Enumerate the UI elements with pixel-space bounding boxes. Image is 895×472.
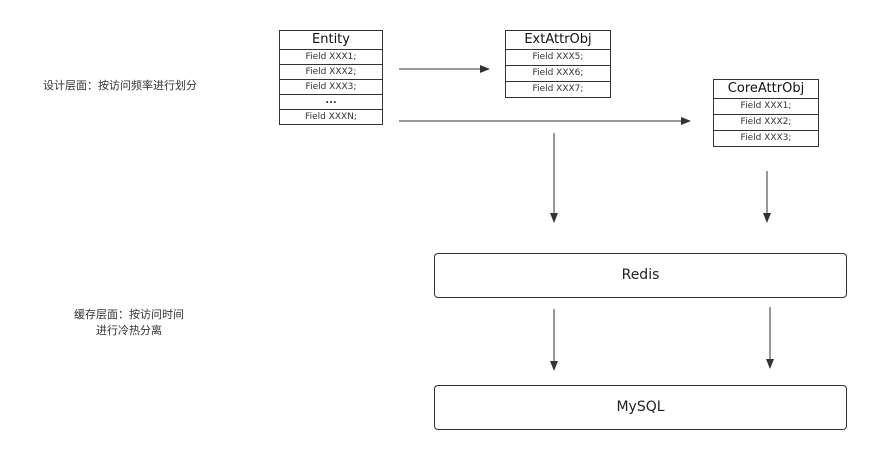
entity-title: Entity [280,31,382,50]
ext-attr-obj-field: Field XXX6; [506,66,610,82]
entity-field: Field XXXN; [305,112,357,122]
core-attr-obj-box: CoreAttrObj Field XXX1; Field XXX2; Fiel… [713,79,819,147]
entity-box: Entity Field XXX1; Field XXX2; Field XXX… [279,30,383,125]
ext-attr-obj-box: ExtAttrObj Field XXX5; Field XXX6; Field… [505,30,611,98]
cache-level-note-line1: 缓存层面：按访问时间 [74,308,184,321]
entity-field: Field XXX3; [280,80,382,95]
ext-attr-obj-title: ExtAttrObj [506,31,610,50]
core-attr-obj-field: Field XXX2; [714,115,818,131]
entity-field: Field XXX1; [280,50,382,65]
entity-field-ellipsis: ... [280,95,382,110]
cache-level-note: 缓存层面：按访问时间 进行冷热分离 [66,307,192,339]
design-level-note: 设计层面：按访问频率进行划分 [43,79,197,92]
mysql-box: MySQL [434,385,847,430]
core-attr-obj-title: CoreAttrObj [714,80,818,99]
ext-attr-obj-field: Field XXX7; [532,84,584,94]
cache-level-note-line2: 进行冷热分离 [96,324,162,337]
redis-box: Redis [434,253,847,298]
ext-attr-obj-field: Field XXX5; [506,50,610,66]
core-attr-obj-field: Field XXX1; [714,99,818,115]
core-attr-obj-field: Field XXX3; [740,133,792,143]
entity-field: Field XXX2; [280,65,382,80]
